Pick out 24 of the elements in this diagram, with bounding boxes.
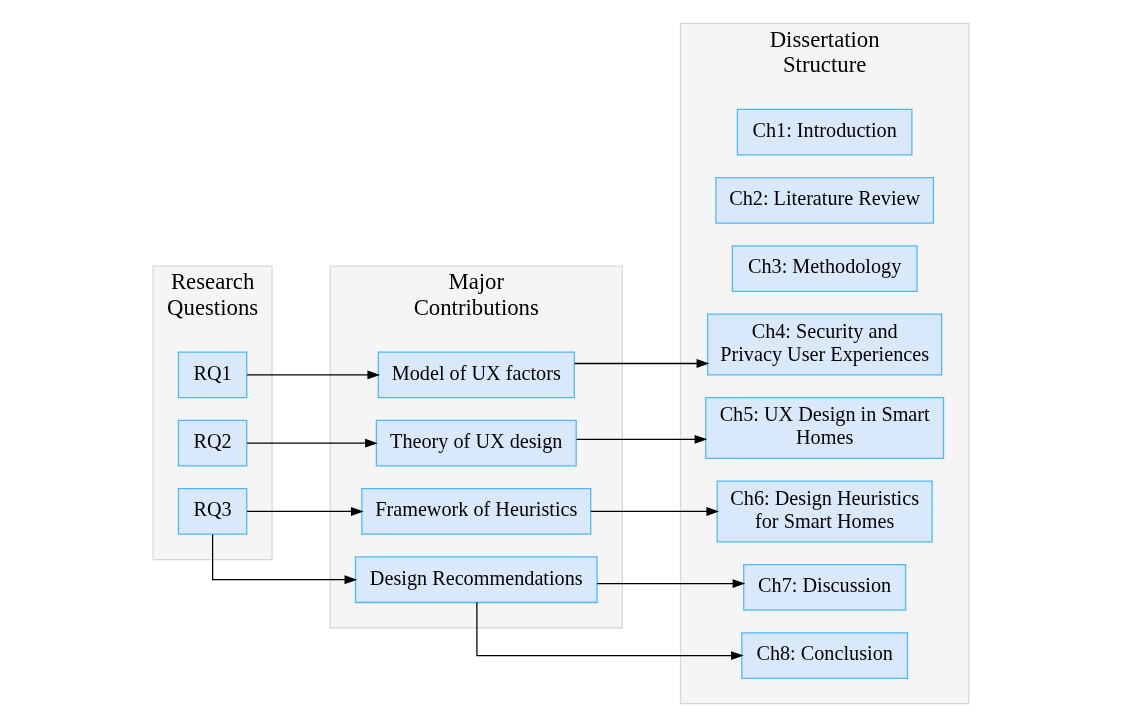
arrow [246,507,364,516]
node-box: RQ1 [177,351,248,399]
node-box: Model of UX factors [377,351,575,399]
arrow [212,533,358,585]
arrow [575,434,708,444]
node-box: Ch6: Design Heuristics for Smart Homes [716,480,933,543]
node-box: Ch7: Discussion [743,563,907,611]
node-box: Design Recommendations [354,556,598,604]
node-box: Theory of UX design [375,419,577,467]
arrow [246,370,381,380]
arrow [574,359,710,368]
node-box: RQ3 [177,488,248,535]
arrow [246,438,378,448]
arrow [476,601,744,661]
arrow [590,507,720,516]
node-box: Framework of Heuristics [361,488,592,535]
node-box: RQ2 [177,419,248,467]
node-box: Ch5: UX Design in Smart Homes [705,397,945,459]
node-box: Ch4: Security and Privacy User Experiences [707,313,943,376]
node-box: Ch1: Introduction [736,108,913,156]
arrow [596,579,746,588]
node-box: Ch3: Methodology [731,245,918,293]
node-box: Ch8: Conclusion [741,632,909,679]
node-box: Ch2: Literature Review [715,177,935,224]
